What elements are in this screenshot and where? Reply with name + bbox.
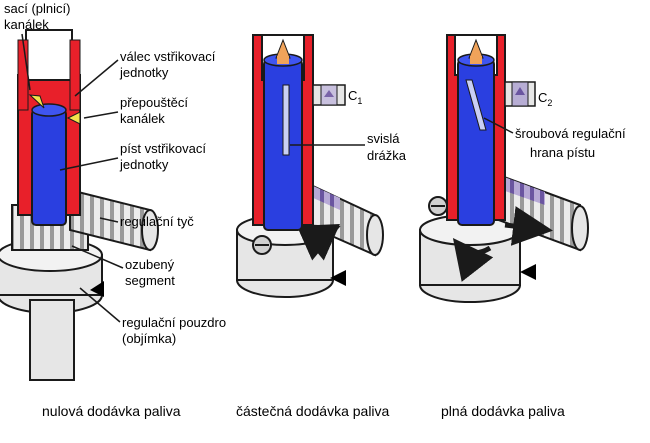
label-cylinder-1: válec vstřikovací <box>120 49 216 64</box>
leader-line <box>71 245 124 269</box>
label-bypass-2: kanálek <box>120 111 165 126</box>
label-helical-edge-2: hrana pístu <box>530 145 595 160</box>
helical-edge <box>465 79 487 131</box>
label-vertical-groove-1: svislá <box>367 131 400 146</box>
overflow-arrow <box>66 111 81 125</box>
label-gear-2: segment <box>125 273 175 288</box>
label-gear-1: ozubený <box>125 257 175 272</box>
rack-direction-triangle <box>520 264 536 280</box>
pump-partial-delivery: C1 svislá drážka částečná dodávka paliva <box>236 34 407 419</box>
label-sleeve-1: regulační pouzdro <box>122 315 226 330</box>
label-piston-1: píst vstřikovací <box>120 141 206 156</box>
injection-piston <box>457 59 495 226</box>
label-c2: C2 <box>538 90 552 108</box>
label-helical-edge-1: šroubová regulační <box>515 126 626 141</box>
caption-full-delivery: plná dodávka paliva <box>441 403 565 419</box>
label-c1: C1 <box>348 88 362 106</box>
rotation-arrow <box>452 238 494 282</box>
rack-direction-triangle <box>90 281 104 297</box>
leader-line <box>483 117 514 134</box>
label-bypass-1: přepouštěcí <box>120 95 188 110</box>
rack-motion-arrow <box>504 206 553 246</box>
inflow-arrow <box>28 94 45 109</box>
pump-full-delivery: C2 šroubová regulační hrana pístu plná d… <box>419 34 626 419</box>
label-cylinder-2: jednotky <box>119 65 169 80</box>
label-control-rack: regulační tyč <box>120 214 194 229</box>
leader-line <box>74 59 119 97</box>
leader-line <box>59 157 119 171</box>
label-piston-2: jednotky <box>119 157 169 172</box>
leader-line <box>99 217 119 223</box>
rack-direction-triangle <box>330 270 346 286</box>
leader-line <box>83 111 119 119</box>
label-suction-channel-1: sací (plnicí) <box>4 1 70 16</box>
label-vertical-groove-2: drážka <box>367 148 407 163</box>
label-sleeve-2: (objímka) <box>122 331 176 346</box>
label-suction-channel-2: kanálek <box>4 17 49 32</box>
pump-zero-delivery: sací (plnicí) kanálek válec vstřikovací … <box>0 1 226 419</box>
caption-zero-delivery: nulová dodávka paliva <box>42 403 181 419</box>
leader-line <box>21 33 31 91</box>
caption-partial-delivery: částečná dodávka paliva <box>236 403 390 419</box>
injection-piston <box>31 109 67 226</box>
leader-line <box>79 287 121 323</box>
vertical-groove <box>282 84 290 156</box>
